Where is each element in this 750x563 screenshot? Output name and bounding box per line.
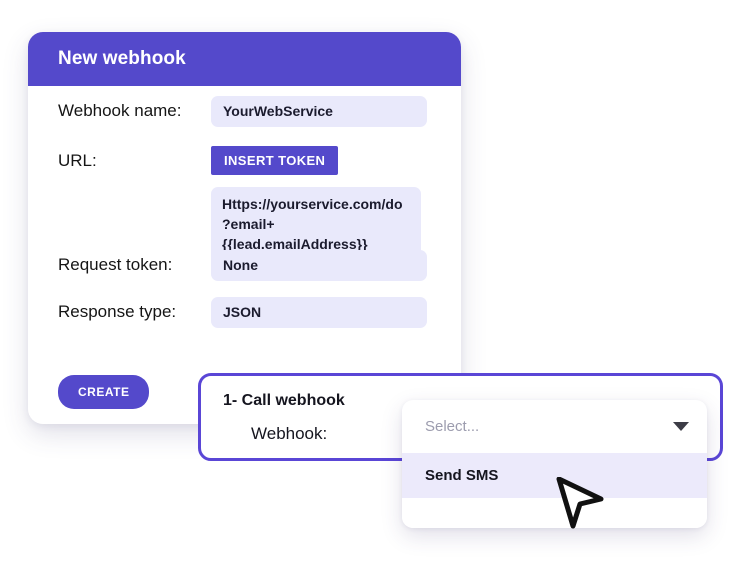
response-type-input[interactable]: JSON	[211, 297, 427, 328]
chevron-down-icon[interactable]	[673, 422, 689, 431]
webhook-name-input[interactable]: YourWebService	[211, 96, 427, 127]
field-row-webhook-name: Webhook name: YourWebService	[58, 96, 461, 127]
dialog-body: Webhook name: YourWebService URL: INSERT…	[28, 86, 461, 424]
field-row-url: URL: INSERT TOKEN Https://yourservice.co…	[58, 146, 461, 262]
create-button[interactable]: CREATE	[58, 375, 150, 409]
field-row-request-token: Request token: None	[58, 250, 461, 281]
url-input[interactable]: Https://yourservice.com/do?email+{{lead.…	[211, 187, 421, 262]
dialog-title: New webhook	[58, 48, 186, 69]
insert-token-button[interactable]: INSERT TOKEN	[211, 146, 339, 175]
webhook-select-dropdown: Select... Send SMS	[402, 400, 707, 528]
response-type-control: JSON	[211, 297, 461, 328]
response-type-label: Response type:	[58, 302, 177, 321]
request-token-control: None	[211, 250, 461, 281]
request-token-input[interactable]: None	[211, 250, 427, 281]
dialog-header: New webhook	[28, 32, 461, 86]
webhook-name-label: Webhook name:	[58, 101, 182, 120]
call-webhook-title: 1- Call webhook	[223, 392, 345, 409]
url-control: INSERT TOKEN Https://yourservice.com/do?…	[211, 146, 461, 262]
field-row-response-type: Response type: JSON	[58, 297, 461, 328]
webhook-select-trigger[interactable]: Select...	[402, 400, 707, 453]
new-webhook-dialog: New webhook Webhook name: YourWebService…	[28, 32, 461, 424]
call-webhook-field-label: Webhook:	[251, 424, 328, 443]
dropdown-option-send-sms[interactable]: Send SMS	[402, 453, 707, 498]
webhook-select-placeholder: Select...	[425, 418, 480, 435]
webhook-name-control: YourWebService	[211, 96, 461, 127]
url-label: URL:	[58, 151, 97, 170]
dropdown-empty-area	[402, 498, 707, 528]
request-token-label: Request token:	[58, 255, 173, 274]
